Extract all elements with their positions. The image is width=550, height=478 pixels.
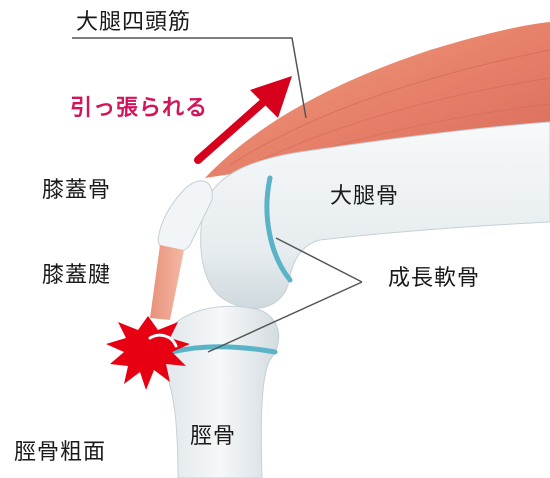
patella-label: 膝蓋骨 <box>42 180 111 202</box>
tibia-label: 脛骨 <box>190 426 236 448</box>
patellar-tendon-label: 膝蓋腱 <box>42 265 111 287</box>
pulled-label: 引っ張られる <box>70 98 208 120</box>
growth-cartilage-label: 成長軟骨 <box>388 268 480 290</box>
femur-label: 大腿骨 <box>330 186 399 208</box>
tibial-tuberosity-label: 脛骨粗面 <box>14 442 106 464</box>
tibia-bone <box>162 306 278 478</box>
quadriceps-label: 大腿四頭筋 <box>76 12 191 34</box>
patellar-tendon <box>150 245 184 320</box>
